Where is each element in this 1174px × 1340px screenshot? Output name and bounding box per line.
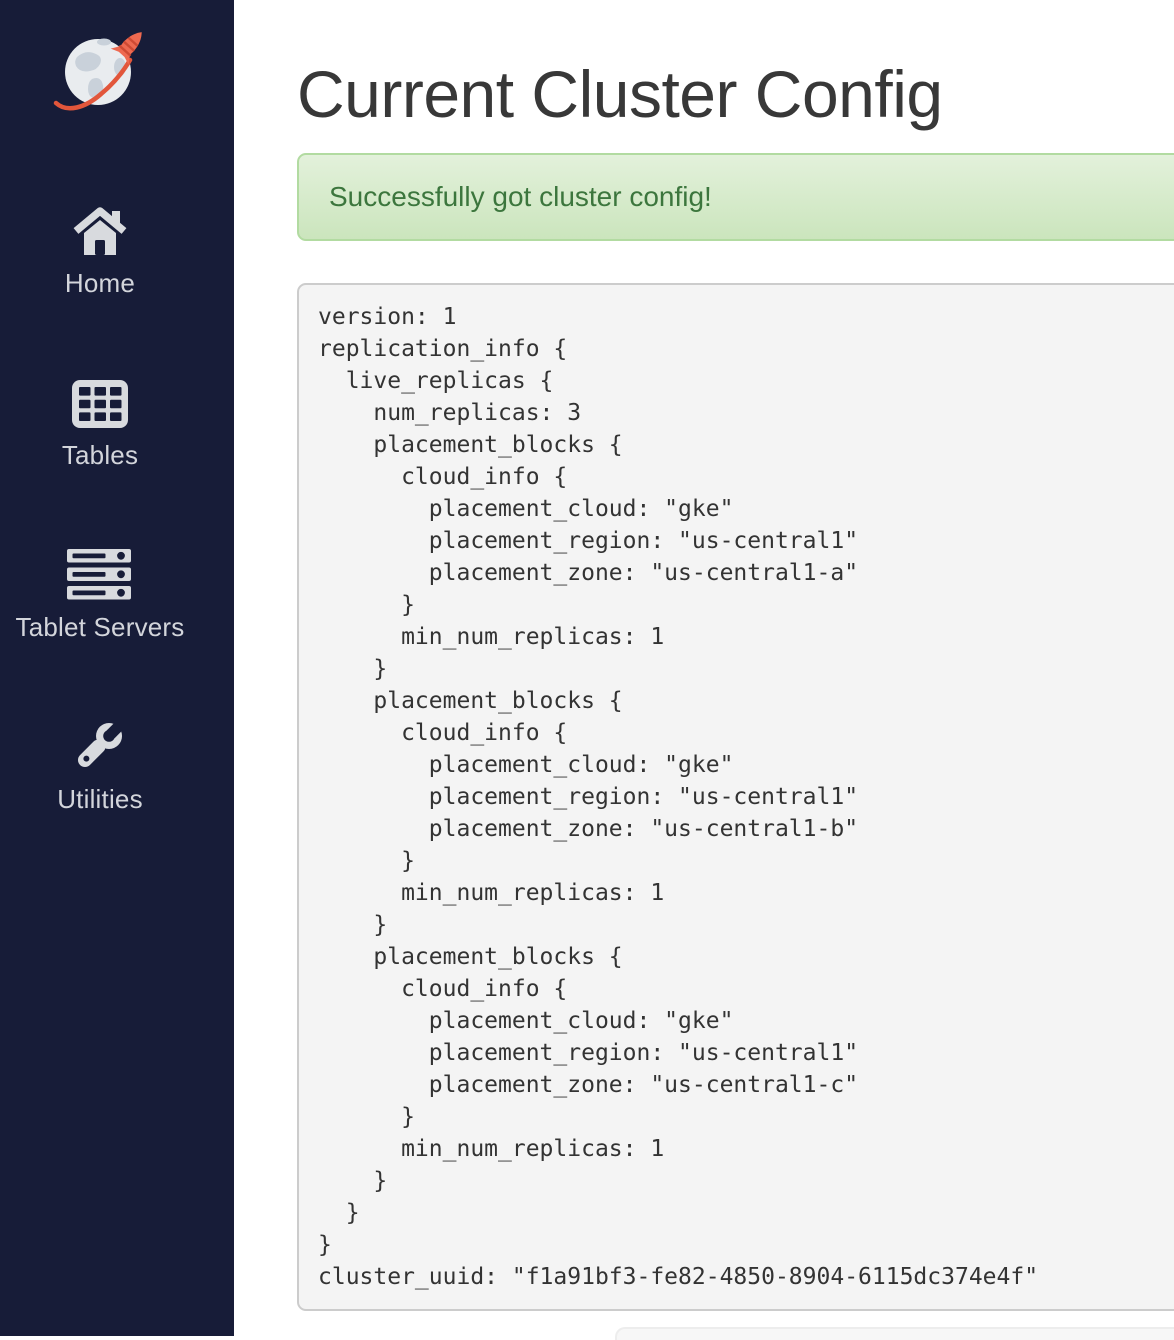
sidebar-nav: Home Tables	[16, 202, 185, 890]
tables-icon	[71, 374, 129, 429]
tablet-servers-icon	[67, 546, 133, 601]
yugabyte-logo-icon	[52, 26, 148, 112]
main-content: Current Cluster Config Successfully got …	[234, 0, 1174, 1336]
wrench-icon	[71, 718, 129, 773]
sidebar-item-utilities[interactable]: Utilities	[57, 718, 143, 814]
cluster-config-code: version: 1 replication_info { live_repli…	[297, 283, 1174, 1311]
sidebar-item-tablet-servers[interactable]: Tablet Servers	[16, 546, 185, 642]
home-icon	[72, 202, 128, 257]
sidebar-item-label: Home	[65, 268, 135, 298]
success-alert: Successfully got cluster config!	[297, 153, 1174, 241]
partial-bottom-panel	[615, 1327, 1174, 1340]
sidebar: Home Tables	[0, 0, 234, 1336]
sidebar-item-label: Tables	[62, 440, 138, 470]
sidebar-item-label: Utilities	[57, 784, 143, 814]
success-alert-message: Successfully got cluster config!	[329, 181, 712, 212]
sidebar-item-label: Tablet Servers	[16, 612, 185, 642]
sidebar-item-tables[interactable]: Tables	[62, 374, 138, 470]
sidebar-item-home[interactable]: Home	[65, 202, 135, 298]
page-title: Current Cluster Config	[297, 58, 1174, 131]
